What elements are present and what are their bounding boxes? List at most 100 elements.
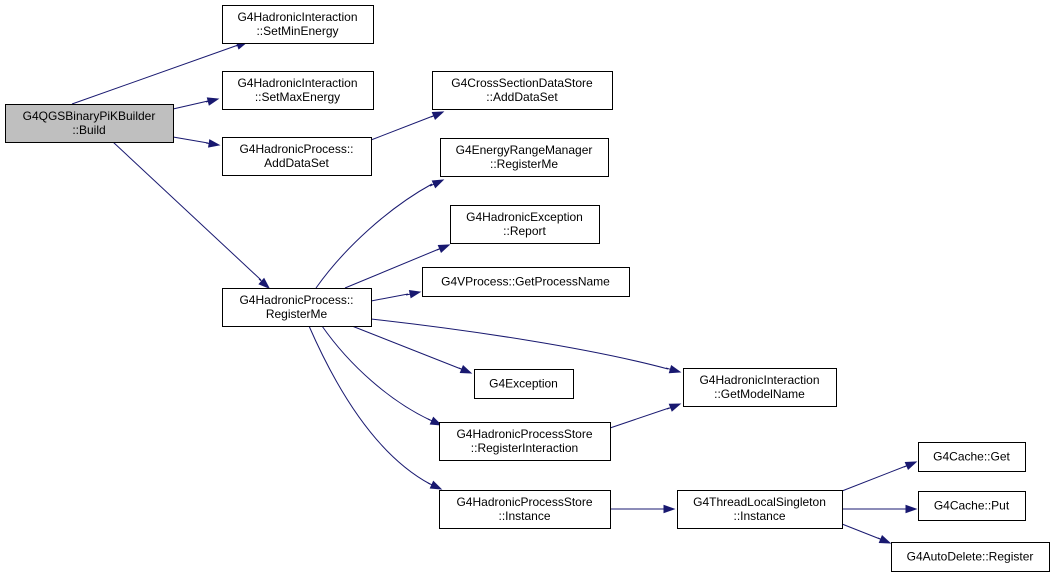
edge-line-end bbox=[429, 183, 435, 187]
node-box[interactable] bbox=[677, 490, 843, 529]
arrow-head-icon bbox=[206, 97, 220, 106]
node-n10[interactable]: G4HadronicInteraction::GetModelName bbox=[683, 368, 837, 407]
arrow-head-icon bbox=[431, 111, 445, 121]
node-label: G4Cache::Get bbox=[933, 450, 1010, 464]
node-n3[interactable]: G4HadronicProcess::AddDataSet bbox=[222, 137, 372, 176]
node-n11[interactable]: G4HadronicProcessStore::RegisterInteract… bbox=[439, 422, 611, 461]
node-box[interactable] bbox=[422, 267, 630, 297]
edge-n4-n12 bbox=[308, 325, 443, 490]
edge-line bbox=[841, 465, 907, 492]
node-box[interactable] bbox=[222, 5, 374, 44]
node-n9[interactable]: G4Exception bbox=[474, 369, 574, 399]
arrow-head-icon bbox=[437, 244, 451, 254]
node-n6[interactable]: G4EnergyRangeManager::RegisterMe bbox=[440, 138, 609, 177]
edge-line bbox=[321, 325, 431, 421]
edge-line-end bbox=[205, 142, 210, 144]
edge-n0-n3 bbox=[172, 136, 221, 148]
node-label: ::SetMinEnergy bbox=[256, 24, 338, 38]
edge-line bbox=[351, 325, 462, 370]
node-n13[interactable]: G4ThreadLocalSingleton::Instance bbox=[677, 490, 843, 529]
edge-line bbox=[172, 100, 209, 110]
arrow-head-icon bbox=[258, 277, 271, 289]
edge-line bbox=[841, 523, 881, 540]
node-n7[interactable]: G4HadronicException::Report bbox=[450, 205, 600, 244]
node-label: G4CrossSectionDataStore bbox=[451, 76, 593, 90]
edge-line bbox=[344, 248, 440, 289]
node-box[interactable] bbox=[222, 71, 374, 110]
node-box[interactable] bbox=[918, 491, 1026, 521]
node-box[interactable] bbox=[918, 442, 1026, 472]
node-box[interactable] bbox=[683, 368, 837, 407]
node-label: G4VProcess::GetProcessName bbox=[441, 275, 610, 289]
node-n2[interactable]: G4HadronicInteraction::SetMaxEnergy bbox=[222, 71, 374, 110]
node-label: G4HadronicInteraction bbox=[699, 373, 819, 387]
node-label: G4AutoDelete::Register bbox=[907, 550, 1034, 564]
node-label: G4Exception bbox=[489, 377, 558, 391]
node-box[interactable] bbox=[222, 137, 372, 176]
edges-layer bbox=[71, 41, 918, 544]
arrow-head-icon bbox=[905, 504, 918, 514]
node-box[interactable] bbox=[222, 288, 372, 327]
node-label: G4EnergyRangeManager bbox=[456, 143, 593, 157]
arrow-head-icon bbox=[904, 461, 918, 471]
node-n1[interactable]: G4HadronicInteraction::SetMinEnergy bbox=[222, 5, 374, 44]
node-n12[interactable]: G4HadronicProcessStore::Instance bbox=[439, 490, 611, 529]
node-n8[interactable]: G4VProcess::GetProcessName bbox=[422, 267, 630, 297]
nodes-layer: G4QGSBinaryPiKBuilder::BuildG4HadronicIn… bbox=[5, 5, 1050, 572]
node-box[interactable] bbox=[440, 138, 609, 177]
node-n0[interactable]: G4QGSBinaryPiKBuilder::Build bbox=[5, 104, 174, 143]
node-n4[interactable]: G4HadronicProcess::RegisterMe bbox=[222, 288, 372, 327]
arrow-head-icon bbox=[663, 504, 676, 514]
arrow-head-icon bbox=[429, 416, 443, 426]
node-box[interactable] bbox=[439, 490, 611, 529]
node-n15[interactable]: G4Cache::Put bbox=[918, 491, 1026, 521]
edge-n4-n9 bbox=[351, 325, 473, 374]
arrow-head-icon bbox=[459, 364, 473, 374]
node-label: G4HadronicProcessStore bbox=[456, 427, 592, 441]
arrow-head-icon bbox=[668, 364, 682, 374]
edge-line bbox=[71, 43, 242, 105]
edge-n13-n14 bbox=[841, 461, 918, 492]
node-label: G4HadronicProcess:: bbox=[239, 142, 353, 156]
node-label: ::RegisterMe bbox=[490, 157, 558, 171]
node-n14[interactable]: G4Cache::Get bbox=[918, 442, 1026, 472]
node-label: ::Instance bbox=[498, 509, 550, 523]
node-label: G4HadronicProcess:: bbox=[239, 293, 353, 307]
arrow-head-icon bbox=[429, 480, 443, 490]
edge-n12-n13 bbox=[610, 504, 676, 514]
edge-line-end bbox=[427, 418, 433, 422]
node-label: ::AddDataSet bbox=[486, 90, 558, 104]
node-label: G4Cache::Put bbox=[934, 499, 1010, 513]
node-box[interactable] bbox=[891, 542, 1050, 572]
edge-line bbox=[112, 141, 262, 281]
node-box[interactable] bbox=[5, 104, 174, 143]
edge-n4-n10 bbox=[370, 318, 682, 374]
edge-n13-n16 bbox=[841, 523, 892, 544]
node-box[interactable] bbox=[432, 71, 613, 110]
node-label: G4QGSBinaryPiKBuilder bbox=[23, 109, 156, 123]
arrow-head-icon bbox=[431, 179, 445, 189]
node-label: G4HadronicException bbox=[466, 210, 583, 224]
node-n16[interactable]: G4AutoDelete::Register bbox=[891, 542, 1050, 572]
edge-line-end bbox=[666, 407, 671, 410]
node-box[interactable] bbox=[450, 205, 600, 244]
node-label: ::Instance bbox=[733, 509, 785, 523]
edge-n11-n10 bbox=[609, 403, 682, 429]
node-label: G4HadronicInteraction bbox=[237, 76, 357, 90]
node-n5[interactable]: G4CrossSectionDataStore::AddDataSet bbox=[432, 71, 613, 110]
arrow-head-icon bbox=[668, 403, 682, 412]
edge-line bbox=[370, 115, 434, 141]
edge-n4-n11 bbox=[321, 325, 443, 426]
node-label: ::Report bbox=[503, 224, 546, 238]
node-label: ::Build bbox=[72, 123, 105, 137]
edge-n0-n2 bbox=[172, 97, 220, 110]
edge-n13-n15 bbox=[842, 504, 918, 514]
node-label: G4HadronicInteraction bbox=[237, 10, 357, 24]
node-label: ::RegisterInteraction bbox=[471, 441, 578, 455]
node-label: RegisterMe bbox=[266, 307, 328, 321]
node-box[interactable] bbox=[439, 422, 611, 461]
node-label: G4ThreadLocalSingleton bbox=[693, 495, 826, 509]
edge-line bbox=[172, 136, 209, 144]
node-box[interactable] bbox=[474, 369, 574, 399]
